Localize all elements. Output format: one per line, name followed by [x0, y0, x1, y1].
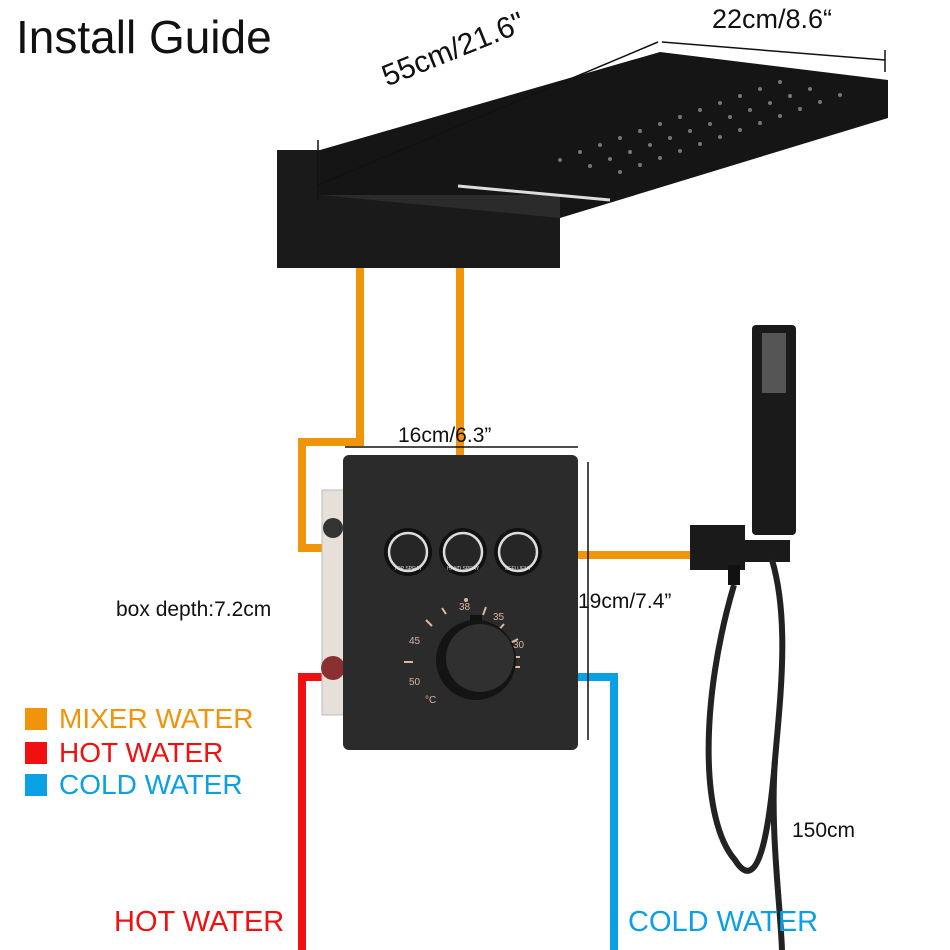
legend-swatch [25, 774, 47, 796]
mixer-pipe-left [298, 262, 364, 552]
legend-label: HOT WATER [59, 737, 224, 768]
dial-mark-38: 38 [459, 602, 471, 613]
box-width-dimension: 16cm/6.3” [398, 424, 492, 447]
dial-mark-35: 35 [493, 612, 505, 623]
head-depth-dimension: 22cm/8.6“ [712, 4, 833, 34]
dial-mark-30: 30 [513, 640, 525, 651]
box-height-dimension: 19cm/7.4” [578, 590, 672, 613]
dial-mark-45: 45 [409, 636, 421, 647]
hand-shower [690, 325, 796, 950]
page-title: Install Guide [16, 11, 272, 63]
legend-swatch [25, 708, 47, 730]
button-label-hand-spray: HAND SPRAY [447, 566, 480, 572]
cold-pipe [578, 673, 618, 950]
legend-hot-water: HOT WATER [25, 737, 223, 769]
legend-label: MIXER WATER [59, 703, 254, 734]
legend-mixer-water: MIXER WATER [25, 703, 253, 735]
legend-cold-water: COLD WATER [25, 769, 243, 801]
legend-swatch [25, 742, 47, 764]
box-depth-dimension: box depth:7.2cm [116, 598, 272, 621]
hot-pipe [298, 673, 345, 950]
cold-water-inlet-label: COLD WATER [628, 906, 819, 938]
rain-shower-head [277, 52, 888, 268]
button-label-top-spray: TOP SPRAY [393, 566, 423, 572]
hot-water-inlet-label: HOT WATER [114, 906, 285, 938]
legend-label: COLD WATER [59, 769, 243, 800]
dial-mark-celsius: °C [425, 695, 437, 706]
dial-mark-50: 50 [409, 677, 421, 688]
function-buttons [384, 528, 542, 576]
hose-length-dimension: 150cm [792, 819, 856, 842]
button-label-effluent: EFFLUENT [505, 566, 531, 572]
